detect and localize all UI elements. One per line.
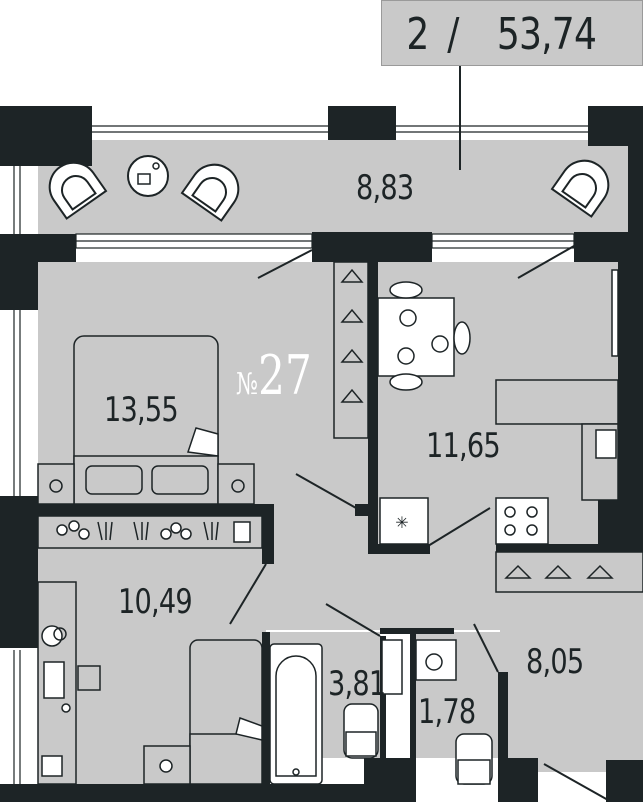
svg-text:✳: ✳ xyxy=(395,513,408,532)
hallway-wardrobe xyxy=(495,551,643,593)
wc-area: 1,78 xyxy=(418,692,476,732)
kitchen-area: 11,65 xyxy=(426,426,501,466)
hallway-area: 8,05 xyxy=(526,642,584,682)
door-lines xyxy=(229,62,609,801)
wardrobe-hangers xyxy=(340,268,364,403)
wardrobe-icon xyxy=(333,261,369,439)
balcony-area: 8,83 xyxy=(356,168,414,208)
bedroom-area: 13,55 xyxy=(104,390,179,430)
washing-machine-icon xyxy=(415,639,457,681)
total-area: 53,74 xyxy=(496,9,597,60)
armchair-icon xyxy=(550,159,610,218)
balcony-furniture xyxy=(48,155,610,222)
wardrobe-icon xyxy=(495,551,643,593)
armchair-icon xyxy=(180,163,240,222)
kitchen-furniture: ✳ xyxy=(377,269,619,545)
second-room-area: 10,49 xyxy=(118,582,193,622)
second-room-furniture xyxy=(37,515,263,785)
washbasin-icon xyxy=(381,639,403,695)
number-value: 27 xyxy=(258,344,312,407)
stove-icon xyxy=(495,497,549,545)
number-prefix: № xyxy=(236,367,259,402)
coffee-table-icon xyxy=(127,155,169,197)
walls xyxy=(0,106,643,802)
apartment-number: №27 xyxy=(236,344,312,407)
apartment-summary: 2 / 53,74 xyxy=(381,0,643,66)
armchair-icon xyxy=(48,161,108,220)
kitchen-counter xyxy=(495,379,619,425)
separator: / xyxy=(447,9,459,60)
fridge-icon xyxy=(379,497,429,545)
bathroom-fixtures xyxy=(269,639,493,785)
sink-icon xyxy=(595,429,617,459)
bedroom-furniture xyxy=(37,261,369,505)
room-count: 2 xyxy=(406,9,429,60)
hallway-floor xyxy=(500,584,643,772)
bathroom-area: 3,81 xyxy=(328,664,386,704)
